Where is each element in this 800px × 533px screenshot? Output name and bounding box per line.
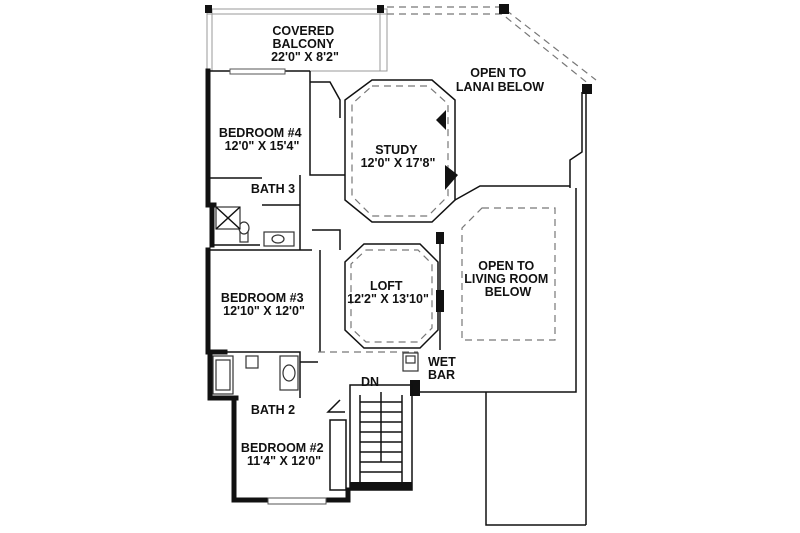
open-living-label: OPEN TO LIVING ROOM BELOW: [464, 259, 552, 299]
open-lanai-name-2: LANAI BELOW: [456, 80, 544, 94]
wet-bar-fixture: [402, 352, 420, 396]
study-label: STUDY 12'0" X 17'8": [361, 143, 436, 170]
bedroom3-name: BEDROOM #3: [221, 291, 304, 305]
bedroom4-dims: 12'0" X 15'4": [225, 139, 300, 153]
bedroom2-dims: 11'4" X 12'0": [247, 454, 321, 468]
loft-walls: [318, 243, 439, 353]
covered-balcony-name-1: COVERED: [272, 24, 334, 38]
bath2-fixtures: [212, 351, 318, 398]
bedroom3-label: BEDROOM #3 12'10" X 12'0": [221, 291, 307, 318]
study-name: STUDY: [375, 143, 418, 157]
bedroom3-dims: 12'10" X 12'0": [223, 304, 305, 318]
loft-label: LOFT 12'2" X 13'10": [347, 279, 429, 306]
open-lanai-name-1: OPEN TO: [470, 66, 526, 80]
wet-bar-name-2: BAR: [428, 368, 455, 382]
open-lanai-label: OPEN TO LANAI BELOW: [456, 66, 544, 94]
bath3-label: BATH 3: [251, 182, 295, 196]
wet-bar-label: WET BAR: [428, 355, 459, 382]
living-room-opening: [436, 185, 570, 350]
covered-balcony-label: COVERED BALCONY 22'0" X 8'2": [271, 24, 339, 64]
bedroom2-label: BEDROOM #2 11'4" X 12'0": [241, 441, 327, 468]
covered-balcony-name-2: BALCONY: [272, 37, 334, 51]
dn-label: DN: [361, 375, 379, 389]
covered-balcony-dims: 22'0" X 8'2": [271, 50, 339, 64]
open-living-name-2: LIVING ROOM: [464, 272, 548, 286]
open-living-name-3: BELOW: [485, 285, 532, 299]
study-dims: 12'0" X 17'8": [361, 156, 436, 170]
wet-bar-name-1: WET: [428, 355, 456, 369]
interior-walls-upper-left: [208, 71, 345, 250]
study-walls: [344, 79, 458, 223]
open-living-name-1: OPEN TO: [478, 259, 534, 273]
bedroom4-label: BEDROOM #4 12'0" X 15'4": [219, 126, 305, 153]
stair: [326, 384, 413, 491]
loft-name: LOFT: [370, 279, 403, 293]
bedroom4-name: BEDROOM #4: [219, 126, 302, 140]
bath2-label: BATH 2: [251, 403, 295, 417]
window: [267, 497, 327, 505]
loft-dims: 12'2" X 13'10": [347, 292, 429, 306]
lanai-outline: [387, 4, 597, 94]
window: [229, 68, 286, 75]
bedroom2-name: BEDROOM #2: [241, 441, 324, 455]
